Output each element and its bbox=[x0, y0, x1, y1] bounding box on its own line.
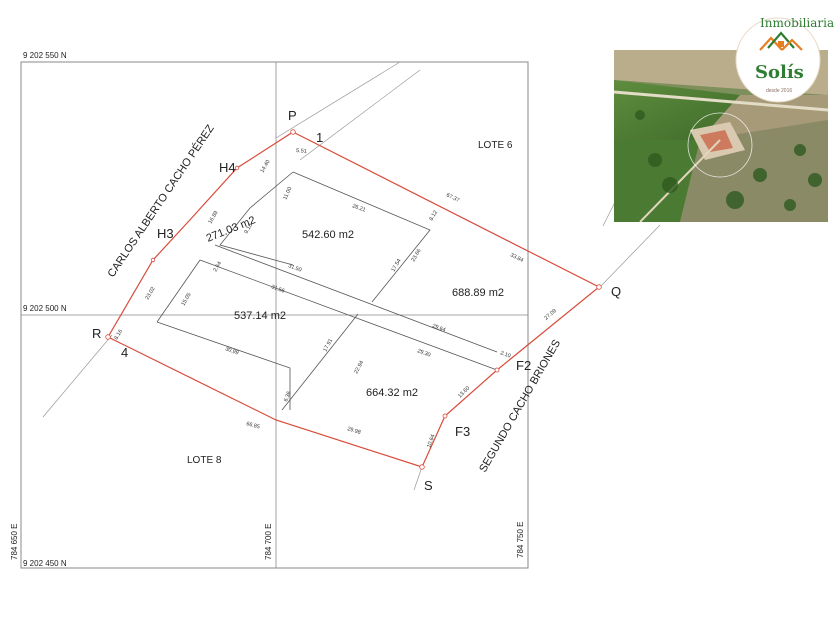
dim-label: 29.30 bbox=[416, 348, 431, 358]
road-inner-top bbox=[214, 244, 498, 353]
lot-label-8: LOTE 8 bbox=[187, 455, 222, 466]
dim-label: 15.05 bbox=[181, 292, 193, 307]
logo-name: Solís bbox=[755, 62, 804, 83]
grid-label-north-top: 9 202 550 N bbox=[23, 51, 67, 60]
point-label-r: R bbox=[92, 326, 101, 341]
point-label-q: Q bbox=[611, 284, 621, 299]
dim-label: 31.50 bbox=[287, 263, 302, 273]
road-edge-south bbox=[413, 466, 423, 491]
dim-label: 23.66 bbox=[411, 248, 423, 263]
dim-label: 11.00 bbox=[282, 186, 293, 201]
dim-label: 6.36 bbox=[283, 391, 292, 403]
dim-label: 2.10 bbox=[499, 350, 511, 359]
dim-label: 13.60 bbox=[457, 385, 471, 399]
parcel-line-5 bbox=[281, 313, 359, 411]
dim-label: 17.91 bbox=[322, 338, 334, 353]
grid-label-east-right: 784 750 E bbox=[516, 522, 525, 558]
area-label-parcel-5: 664.32 m2 bbox=[366, 387, 418, 399]
dim-label: 29.64 bbox=[431, 323, 446, 333]
road-edge-north-2 bbox=[299, 69, 421, 161]
grid-label-east-mid: 784 700 E bbox=[264, 524, 273, 560]
parcel-line-1 bbox=[219, 171, 294, 266]
dim-label: 17.54 bbox=[391, 258, 403, 273]
area-label-parcel-2: 542.60 m2 bbox=[302, 229, 354, 241]
point-label-4: 4 bbox=[121, 345, 128, 360]
dim-label: 10.64 bbox=[426, 434, 436, 449]
point-label-1: 1 bbox=[316, 130, 323, 145]
point-label-h4: H4 bbox=[219, 160, 236, 175]
dim-label: 27.09 bbox=[543, 308, 557, 321]
road-edge-west bbox=[42, 334, 113, 418]
grid-label-north-mid: 9 202 500 N bbox=[23, 304, 67, 313]
road-label-west: CARLOS ALBERTO CACHO PÉREZ bbox=[105, 122, 217, 280]
logo-tagline: desde 2016 bbox=[766, 88, 792, 94]
dim-label: 33.84 bbox=[509, 252, 524, 263]
point-label-f2: F2 bbox=[516, 358, 531, 373]
dim-label: 29.98 bbox=[346, 426, 361, 436]
dim-label: 14.40 bbox=[260, 159, 272, 174]
road-edge-north-1 bbox=[275, 61, 401, 139]
vertex-markers bbox=[105, 129, 602, 470]
dim-label: 16.89 bbox=[208, 210, 220, 225]
dim-label: 2.64 bbox=[213, 261, 224, 273]
dim-label: 8.12 bbox=[429, 210, 440, 222]
point-label-h3: H3 bbox=[157, 226, 174, 241]
point-label-p: P bbox=[288, 108, 297, 123]
logo-title: Inmobiliaria bbox=[760, 16, 834, 30]
dim-label: 30.99 bbox=[224, 346, 239, 356]
dim-label: 31.56 bbox=[270, 284, 285, 294]
dim-label: 66.85 bbox=[245, 421, 260, 430]
company-logo: Inmobiliaria Solís desde 2016 bbox=[735, 16, 834, 103]
dim-label: 67.37 bbox=[445, 192, 460, 203]
road-inner-bottom bbox=[199, 259, 498, 371]
property-boundary bbox=[107, 131, 601, 468]
dim-label: 8.16 bbox=[114, 329, 125, 341]
grid-label-east-left: 784 650 E bbox=[10, 524, 19, 560]
lot-label-6: LOTE 6 bbox=[478, 140, 513, 151]
dim-label: 22.94 bbox=[353, 360, 365, 375]
parcel-line-4-west bbox=[156, 259, 201, 323]
house-icon bbox=[759, 31, 803, 51]
area-label-parcel-3: 688.89 m2 bbox=[452, 287, 504, 299]
area-label-parcel-4: 537.14 m2 bbox=[234, 310, 286, 322]
dim-label: 26.21 bbox=[351, 203, 366, 213]
dim-label: 23.02 bbox=[145, 286, 157, 301]
point-label-s: S bbox=[424, 478, 433, 493]
grid-label-north-bottom: 9 202 450 N bbox=[23, 559, 67, 568]
parcel-line-4 bbox=[156, 321, 291, 410]
dim-label: 9.16 bbox=[244, 223, 255, 235]
road-edge-east bbox=[599, 224, 661, 288]
parcel-line-2 bbox=[292, 171, 431, 303]
dim-label: 5.51 bbox=[296, 148, 307, 155]
point-label-f3: F3 bbox=[455, 424, 470, 439]
